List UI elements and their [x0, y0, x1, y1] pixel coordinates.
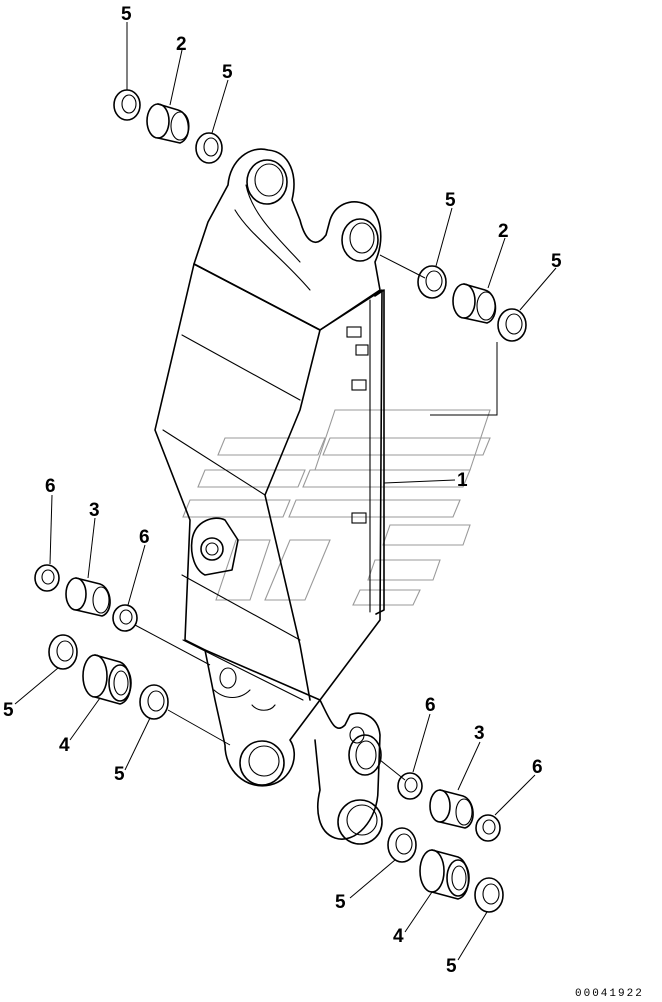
top-left-pin-group	[113, 89, 223, 164]
leader-lines	[14, 22, 557, 961]
callout-5: 5	[551, 251, 562, 272]
callout-5: 5	[335, 892, 346, 913]
drawing-number: 00041922	[575, 988, 644, 1000]
arm-body	[154, 148, 385, 845]
callout-6: 6	[139, 527, 150, 548]
callout-6: 6	[45, 476, 56, 497]
callout-5: 5	[446, 956, 457, 977]
callout-6: 6	[425, 695, 436, 716]
top-right-pin-group	[417, 265, 527, 342]
callout-5: 5	[222, 62, 233, 83]
callout-3: 3	[89, 500, 100, 521]
watermark-logo	[182, 409, 491, 606]
pin-axis-lines	[134, 254, 498, 781]
callout-5: 5	[121, 4, 132, 25]
callout-2: 2	[498, 221, 509, 242]
callout-4: 4	[59, 735, 70, 756]
callout-6: 6	[532, 757, 543, 778]
callout-3: 3	[474, 723, 485, 744]
right-pin-group	[387, 772, 504, 913]
callout-labels: 5 2 5 5 2 5 1 6 3 6 5 4 5 6 3 6 5 4 5	[3, 4, 562, 977]
callout-4: 4	[393, 926, 404, 947]
left-pin-group	[34, 564, 169, 720]
callout-5: 5	[114, 764, 125, 785]
callout-1: 1	[457, 470, 468, 491]
callout-2: 2	[176, 34, 187, 55]
callout-5: 5	[445, 190, 456, 211]
callout-5: 5	[3, 700, 14, 721]
